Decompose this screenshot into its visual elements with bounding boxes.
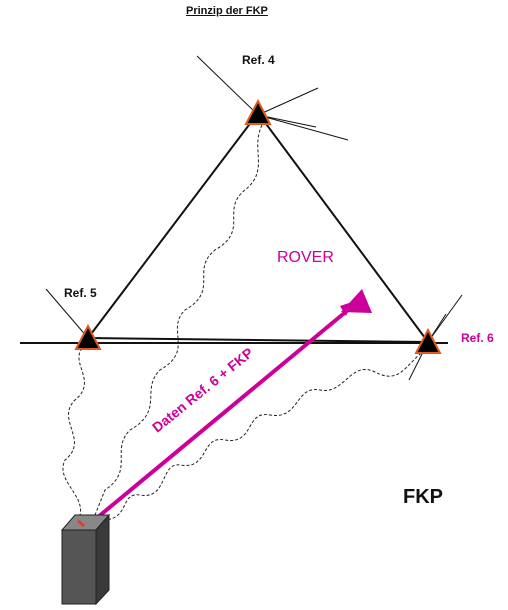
fkp-label: FKP xyxy=(403,486,443,508)
ray xyxy=(196,55,259,116)
link-ref5-server xyxy=(62,344,87,516)
link-ref6-server xyxy=(104,349,426,521)
transmission-arrow xyxy=(96,308,350,519)
diagram-title: Prinzip der FKP xyxy=(186,5,268,17)
ray xyxy=(45,288,89,339)
ref4-label: Ref. 4 xyxy=(242,53,275,67)
signal-rays xyxy=(45,55,463,381)
rover-label: ROVER xyxy=(277,249,334,266)
link-ref4-server xyxy=(94,124,263,516)
rover-marker xyxy=(341,289,372,313)
ref6-label: Ref. 6 xyxy=(461,331,494,345)
station-ref4 xyxy=(244,98,272,125)
ray xyxy=(257,114,349,141)
data-links xyxy=(62,124,426,521)
ray xyxy=(257,114,317,128)
ref5-label: Ref. 5 xyxy=(64,286,97,300)
station-ref5 xyxy=(74,323,102,350)
network-triangle xyxy=(87,112,429,343)
ray xyxy=(257,87,319,116)
ray xyxy=(427,294,463,343)
station-ref6 xyxy=(414,327,442,354)
server-icon xyxy=(60,513,111,606)
